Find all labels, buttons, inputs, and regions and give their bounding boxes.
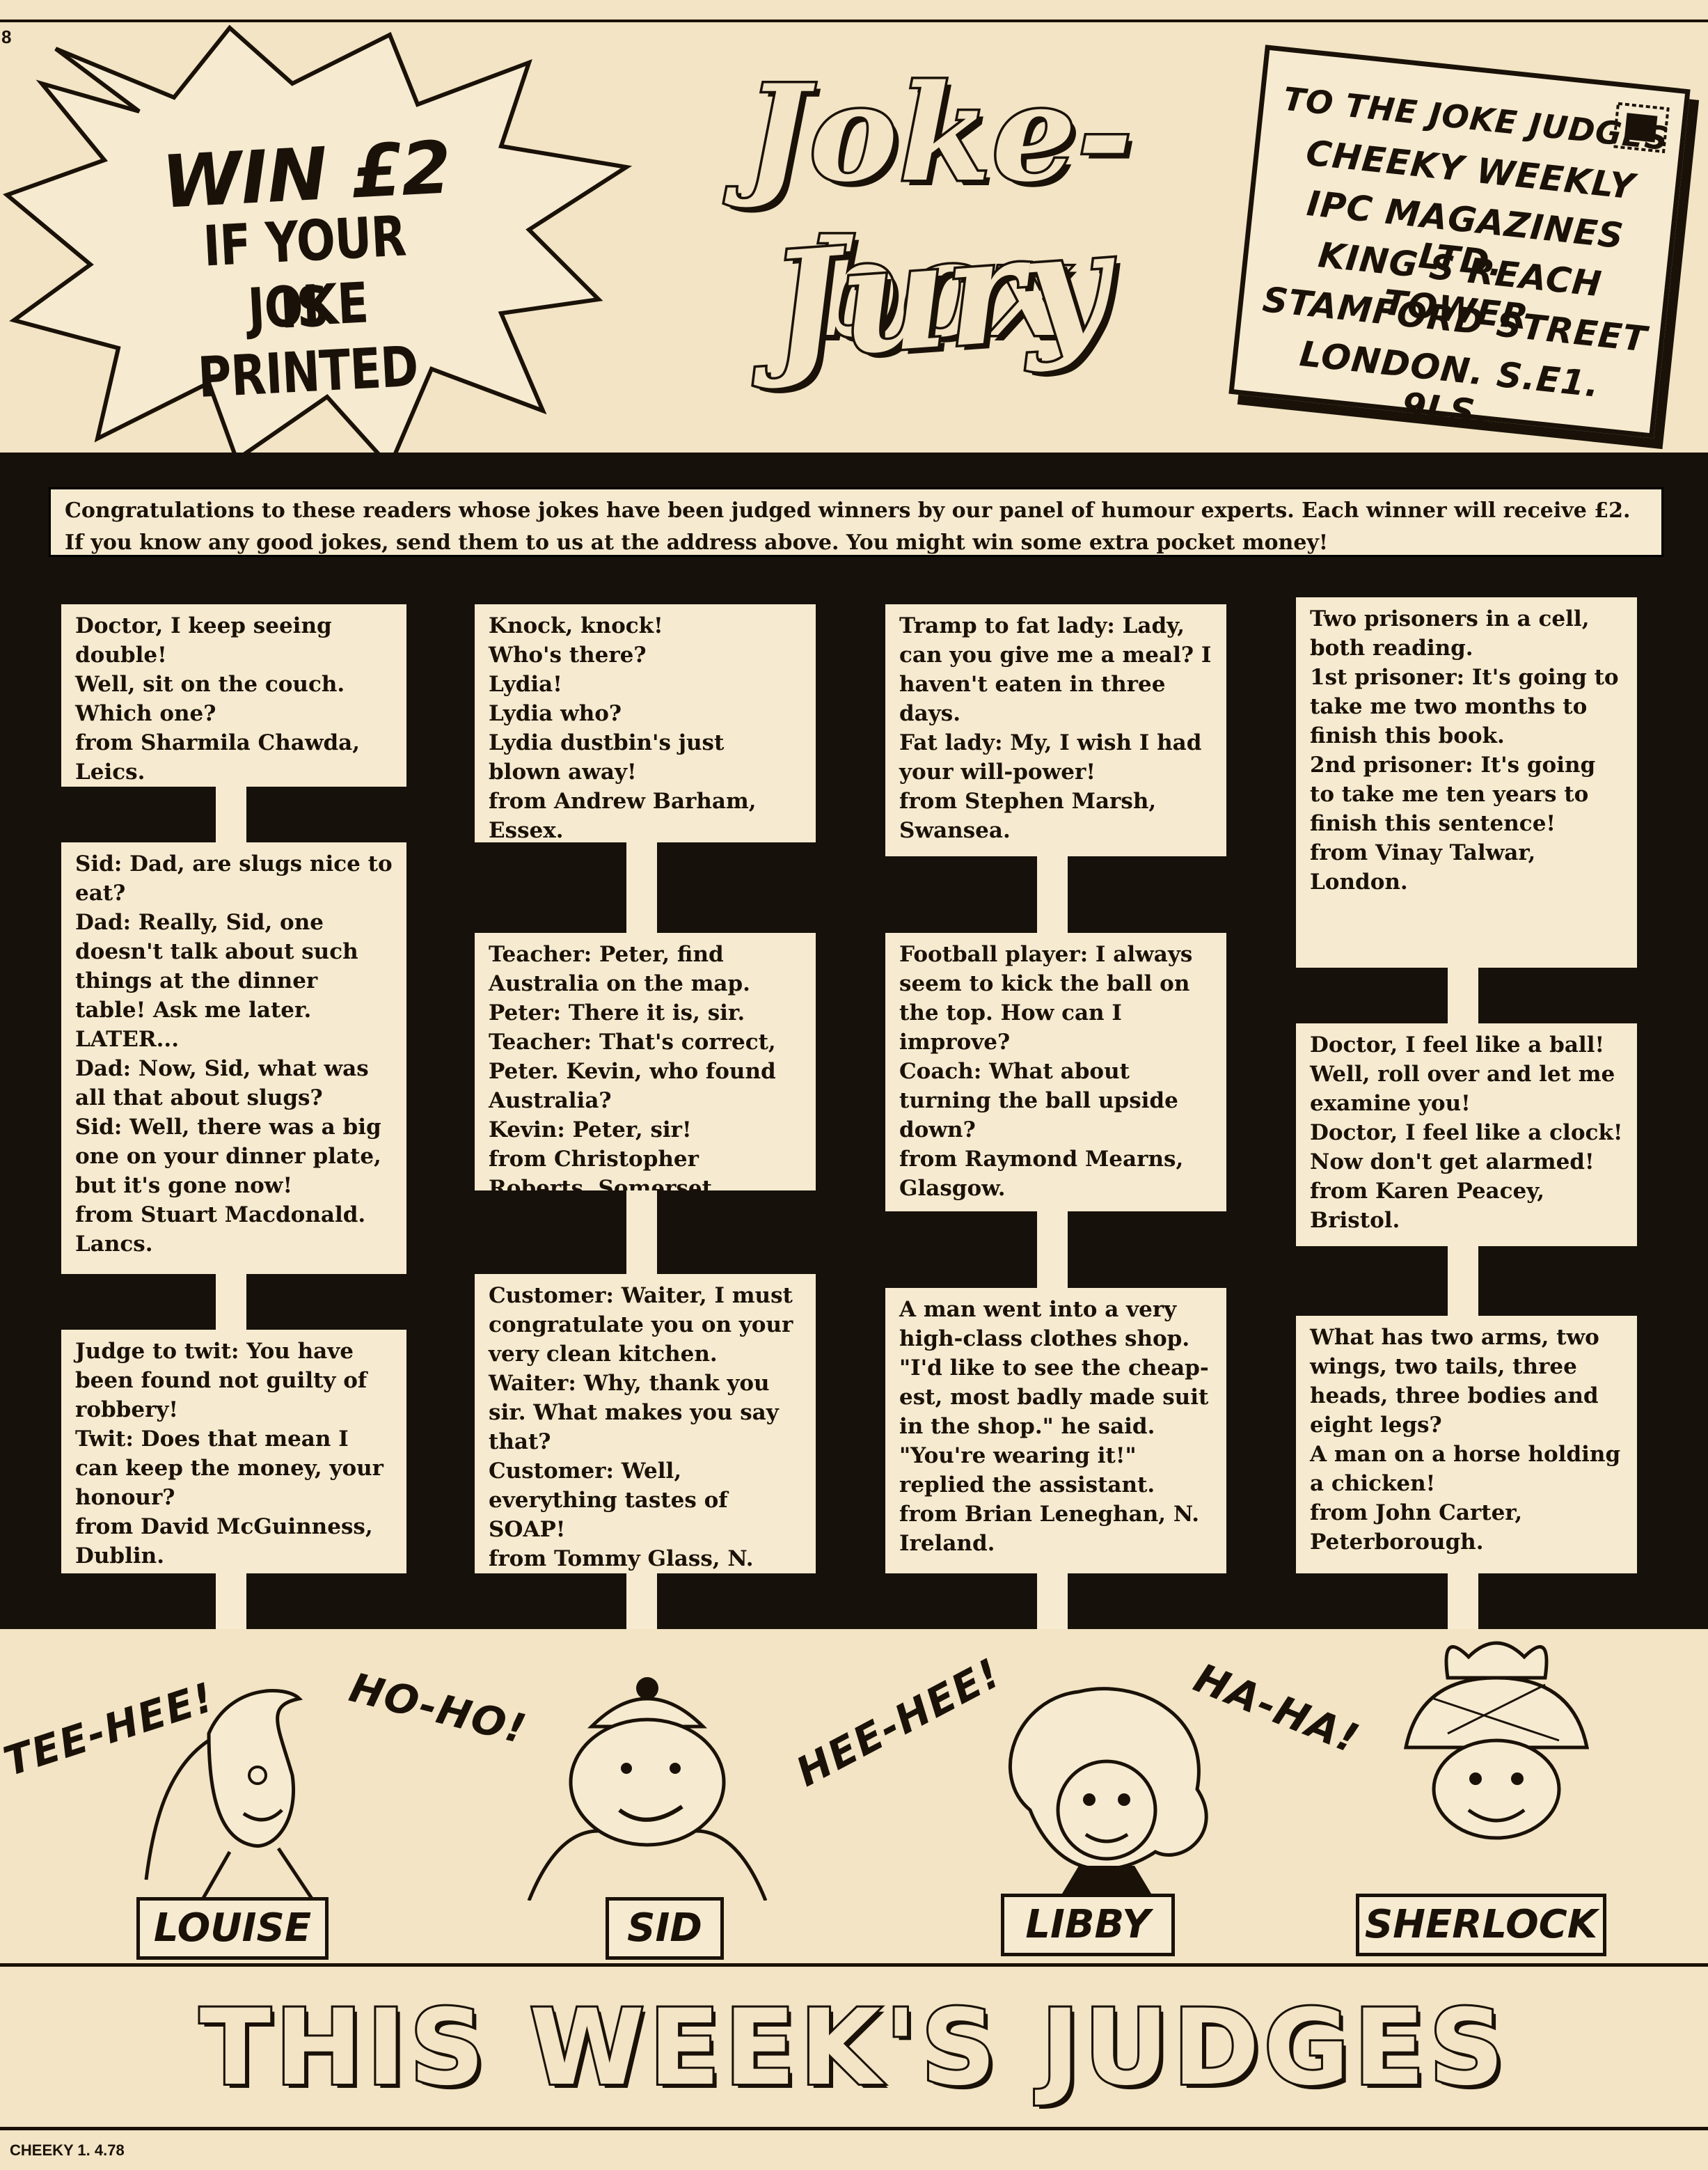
connector bbox=[216, 1573, 246, 1629]
judges-title: THIS WEEK'S JUDGES bbox=[198, 1986, 1509, 2111]
joke-box: Teacher: Peter, find Australia on the ma… bbox=[475, 933, 816, 1190]
nameplate-libby: LIBBY bbox=[1001, 1894, 1175, 1956]
connector bbox=[1037, 856, 1068, 933]
connector bbox=[1448, 1246, 1478, 1316]
nameplate-louise: LOUISE bbox=[136, 1897, 329, 1960]
nameplate-sid: SID bbox=[606, 1897, 724, 1960]
libby-figure bbox=[1009, 1687, 1208, 1901]
top-rule bbox=[0, 19, 1708, 22]
win-subtext-2: IS PRINTED bbox=[196, 274, 420, 411]
connector bbox=[626, 1573, 657, 1629]
joke-box: Customer: Waiter, I must congratulate yo… bbox=[475, 1274, 816, 1573]
joke-box: Judge to twit: You have been found not g… bbox=[61, 1330, 406, 1573]
nameplate-sherlock: SHERLOCK bbox=[1356, 1894, 1606, 1956]
sid-figure bbox=[527, 1677, 768, 1901]
page-number: 8 bbox=[1, 26, 12, 47]
sherlock-figure bbox=[1403, 1641, 1590, 1840]
joke-box: Tramp to fat lady: Lady, can you give me… bbox=[885, 604, 1226, 856]
louise-figure bbox=[144, 1689, 315, 1901]
footer-issue: CHEEKY 1. 4.78 bbox=[10, 2141, 125, 2159]
joke-box: What has two arms, two wings, two tails,… bbox=[1296, 1316, 1637, 1573]
connector bbox=[626, 1190, 657, 1274]
title-jury: Jury bbox=[763, 195, 1116, 395]
joke-box: Sid: Dad, are slugs nice to eat? Dad: Re… bbox=[61, 842, 406, 1274]
joke-box: Two prisoners in a cell, both reading. 1… bbox=[1296, 597, 1637, 968]
title-joke-box: Joke-box bbox=[743, 54, 1134, 369]
joke-box: Doctor, I feel like a ball! Well, roll o… bbox=[1296, 1023, 1637, 1246]
starburst-shape bbox=[3, 24, 633, 466]
connector bbox=[216, 787, 246, 842]
address-card: TO THE JOKE JUDGES CHEEKY WEEKLY IPC MAG… bbox=[1228, 45, 1691, 439]
joke-box: Knock, knock! Who's there? Lydia! Lydia … bbox=[475, 604, 816, 842]
joke-box: Football player: I always seem to kick t… bbox=[885, 933, 1226, 1211]
connector bbox=[1448, 1573, 1478, 1629]
stamp-icon bbox=[1612, 102, 1670, 154]
connector bbox=[1448, 968, 1478, 1023]
connector bbox=[626, 842, 657, 933]
intro-text: Congratulations to these readers whose j… bbox=[49, 487, 1663, 557]
judges-title-box bbox=[0, 1963, 1708, 2130]
joke-box: Doctor, I keep seeing double! Well, sit … bbox=[61, 604, 406, 787]
laugh-text: HO-HO! bbox=[345, 1663, 532, 1754]
connector bbox=[1037, 1211, 1068, 1288]
connector bbox=[1037, 1573, 1068, 1629]
joke-box: A man went into a very high-class clothe… bbox=[885, 1288, 1226, 1573]
connector bbox=[216, 1274, 246, 1330]
